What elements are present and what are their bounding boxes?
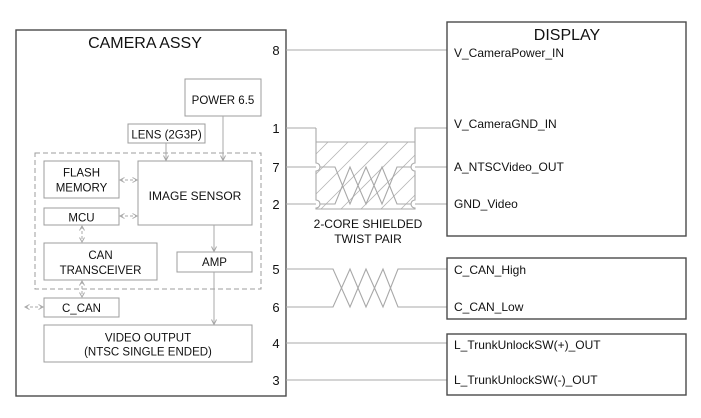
camera-assy-title: CAMERA ASSY [88,35,202,52]
amp-to-video-output-arrow [211,272,217,326]
image-sensor-label: IMAGE SENSOR [149,189,242,203]
shield-hatch-line [400,194,416,210]
can-transceiver-block [43,242,158,281]
ccan-external-bidirectional-arrow [23,304,45,310]
power-to-sensor-arrow [220,116,226,162]
mcu-sensor-bidirectional-arrow [118,213,139,219]
pin-number: 4 [272,336,279,351]
pin-number: 6 [272,300,279,315]
c-can-label: C_CAN [62,303,101,315]
flash-memory-label-line1: FLASH [63,168,100,180]
flash-sensor-bidirectional-arrow [118,177,139,183]
mcu-block [43,207,120,226]
pin-number: 8 [272,43,279,58]
c-can-block [43,297,120,318]
shield-hatch-line [320,141,389,210]
wire-video-ground [286,165,447,206]
mcu-can-bidirectional-arrow [79,224,85,244]
signal-label: C_CAN_Low [454,300,524,314]
power-block-label: POWER 6.5 [192,95,255,107]
display-title: DISPLAY [534,27,601,44]
lens-to-sensor-arrow [163,143,169,162]
signal-label: V_CameraPower_IN [454,46,564,60]
video-output-block [43,324,253,363]
trunk-unlock-connector-box [446,333,687,396]
can-connector-box [446,257,687,320]
flash-memory-block [43,160,120,199]
pin-number: 1 [272,121,279,136]
signal-label: GND_Video [454,197,518,211]
wire-can-low [286,267,447,309]
camera-assy-box [15,29,287,397]
shield-hatch-line [380,174,416,210]
can-transceiver-label-line1: CAN [88,250,112,262]
image-sensor-block [137,160,253,226]
display-box [446,21,687,237]
pin-number: 3 [272,373,279,388]
can-ccan-bidirectional-arrow [79,279,85,299]
camera-module-group-outline [34,152,262,290]
cable-label-line2: TWIST PAIR [334,232,402,246]
signal-label: L_TrunkUnlockSW(+)_OUT [454,338,601,352]
video-output-label-line2: (NTSC SINGLE ENDED) [84,347,212,359]
cable-shield-hatching [315,141,416,210]
shield-hatch-line [315,141,349,175]
wire-video-signal [286,165,447,206]
signal-label: V_CameraGND_IN [454,117,557,131]
amp-label: AMP [202,257,227,269]
wiring [286,49,447,381]
pin-number: 7 [272,160,279,175]
wire-can-high [286,267,447,309]
display-unit: DISPLAY V_CameraPower_IN V_CameraGND_IN … [446,21,687,396]
signal-label: C_CAN_High [454,263,526,277]
signal-label: A_NTSCVideo_OUT [454,160,564,174]
cable-shield-outline [315,127,447,210]
power-block [184,78,262,117]
signal-label: L_TrunkUnlockSW(-)_OUT [454,373,598,387]
sensor-to-amp-arrow [211,225,217,253]
lens-block-label: LENS (2G3P) [131,130,201,142]
mcu-label: MCU [68,213,94,225]
shield-hatch-line [340,141,409,210]
cable-label-line1: 2-CORE SHIELDED [314,217,423,231]
shield-hatch-line [315,141,369,195]
camera-assembly: CAMERA ASSY POWER 6.5 LENS (2G3P) FLASH … [15,29,287,397]
flash-memory-label-line2: MEMORY [56,183,108,195]
pin-number: 5 [272,262,279,277]
can-transceiver-label-line2: TRANSCEIVER [60,265,142,277]
shield-hatch-line [315,141,329,155]
video-output-label-line1: VIDEO OUTPUT [105,333,191,345]
pin-number: 2 [272,197,279,212]
